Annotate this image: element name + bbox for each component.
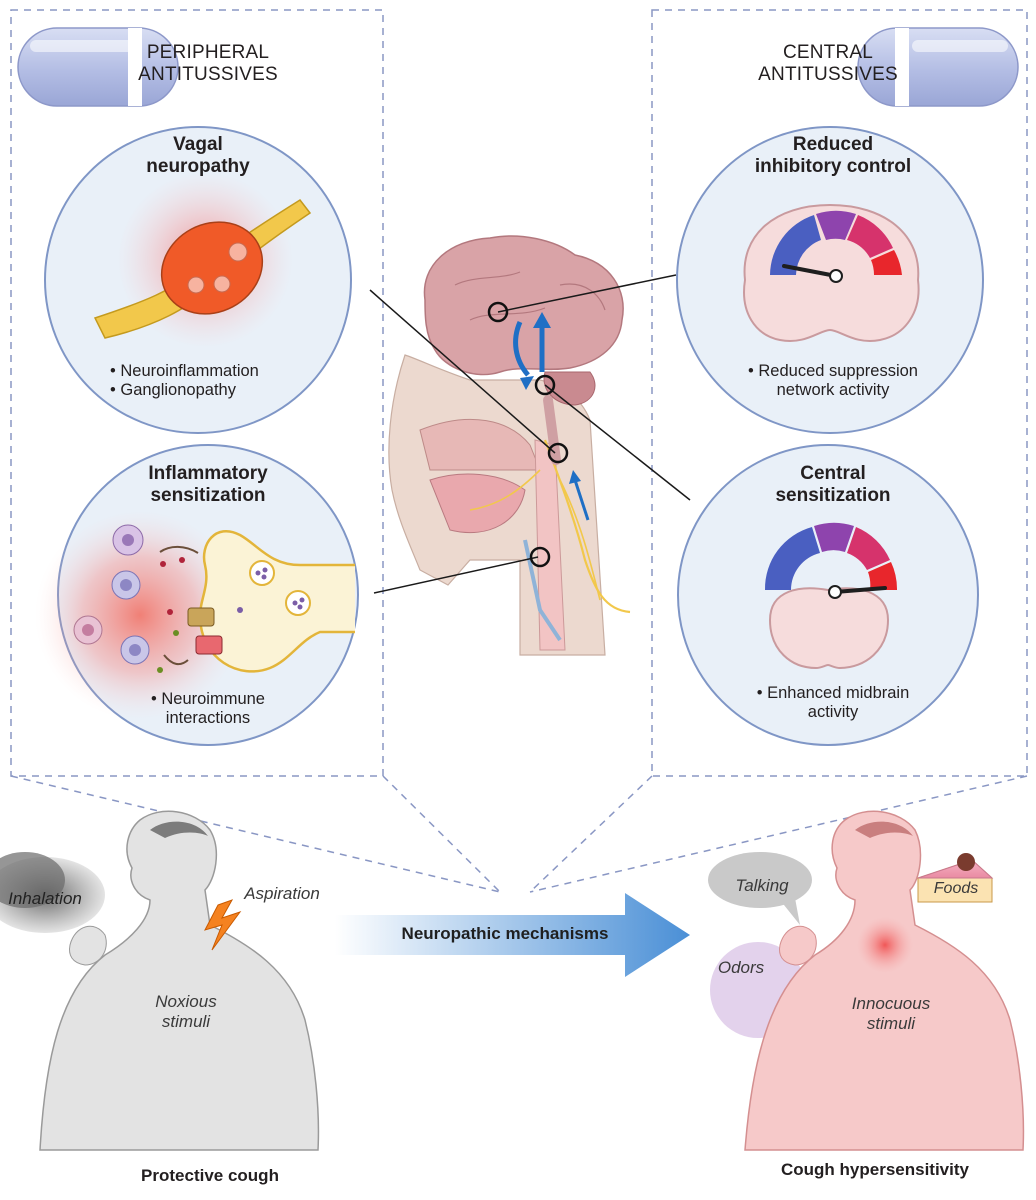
cough-hypersensitivity-figure bbox=[708, 810, 1025, 1151]
inhibitory-bullet-line2: network activity bbox=[776, 380, 890, 399]
peripheral-title-line2: ANTITUSSIVES bbox=[138, 63, 278, 85]
peripheral-title-line1: PERIPHERAL bbox=[146, 42, 270, 63]
vagal-bullet-ganglionopathy: • Ganglionopathy bbox=[110, 380, 236, 399]
central-sensitization-circle bbox=[677, 444, 979, 746]
cough-hypersensitivity-caption: Cough hypersensitivity bbox=[781, 1160, 969, 1179]
peripheral-panel-border bbox=[10, 9, 384, 777]
central-sens-bullets: • Enhanced midbrain activity bbox=[728, 684, 938, 722]
inflammatory-bullets: • Neuroimmune interactions bbox=[118, 690, 298, 728]
noxious-stimuli-line1: Noxious bbox=[155, 992, 217, 1011]
peripheral-pill-icon bbox=[17, 27, 179, 107]
inhibitory-bullets: • Reduced suppression network activity bbox=[728, 362, 938, 400]
neuropathic-mechanisms-arrow bbox=[335, 893, 690, 977]
central-title-line2: ANTITUSSIVES bbox=[758, 63, 898, 85]
inhalation-label: Inhalation bbox=[8, 889, 82, 908]
connector-lines bbox=[369, 274, 691, 594]
funnel-dashed-lines bbox=[10, 775, 1028, 893]
vagal-neuropathy-circle bbox=[44, 126, 352, 434]
foods-label: Foods bbox=[933, 880, 979, 897]
head-cross-section-illustration bbox=[388, 354, 631, 656]
central-panel-border bbox=[651, 9, 1028, 777]
protective-cough-caption: Protective cough bbox=[141, 1166, 279, 1185]
protective-cough-figure bbox=[0, 810, 320, 1151]
central-sens-heading-line1: Central bbox=[800, 463, 866, 484]
vagal-neuropathy-heading: Vagal neuropathy bbox=[98, 134, 298, 178]
inflammatory-heading-line1: Inflammatory bbox=[148, 463, 268, 484]
aspiration-label: Aspiration bbox=[244, 884, 320, 903]
noxious-stimuli-line2: stimuli bbox=[161, 1011, 211, 1031]
central-sens-heading-line2: sensitization bbox=[775, 484, 891, 506]
inflammatory-sensitization-circle bbox=[35, 444, 359, 746]
reduced-inhibitory-control-heading: Reduced inhibitory control bbox=[718, 134, 948, 178]
neuropathic-mechanisms-label: Neuropathic mechanisms bbox=[401, 924, 609, 943]
inhibitory-bullet-line1: • Reduced suppression bbox=[748, 362, 918, 380]
odors-label: Odors bbox=[717, 958, 765, 977]
innocuous-stimuli-label: Innocuous stimuli bbox=[836, 994, 946, 1033]
vagal-bullet-neuroinflammation: • Neuroinflammation bbox=[110, 362, 259, 380]
innocuous-stimuli-line2: stimuli bbox=[866, 1013, 916, 1033]
central-sens-bullet-line2: activity bbox=[807, 702, 859, 721]
inhibitory-heading-line1: Reduced bbox=[792, 134, 874, 155]
vagal-heading-line1: Vagal bbox=[173, 134, 223, 155]
central-title-line1: CENTRAL bbox=[782, 42, 874, 63]
central-sensitization-heading: Central sensitization bbox=[718, 463, 948, 507]
innocuous-stimuli-line1: Innocuous bbox=[851, 994, 931, 1013]
noxious-stimuli-label: Noxious stimuli bbox=[136, 992, 236, 1031]
inflammatory-heading-line2: sensitization bbox=[150, 484, 266, 506]
inflammatory-bullet-line1: • Neuroimmune bbox=[151, 690, 265, 708]
reduced-inhibitory-control-circle bbox=[676, 126, 984, 434]
vagal-heading-line2: neuropathy bbox=[146, 155, 250, 177]
peripheral-antitussives-title: PERIPHERAL ANTITUSSIVES bbox=[128, 42, 288, 86]
central-antitussives-title: CENTRAL ANTITUSSIVES bbox=[748, 42, 908, 86]
inflammatory-sensitization-heading: Inflammatory sensitization bbox=[108, 463, 308, 507]
location-markers bbox=[487, 301, 569, 568]
vagal-bullets: • Neuroinflammation • Ganglionopathy bbox=[110, 362, 310, 400]
inflammatory-bullet-line2: interactions bbox=[165, 708, 251, 727]
talking-label: Talking bbox=[735, 876, 789, 895]
inhibitory-heading-line2: inhibitory control bbox=[754, 155, 912, 177]
brain-illustration bbox=[423, 235, 624, 465]
signal-arrows bbox=[513, 312, 590, 521]
central-pill-icon bbox=[857, 27, 1019, 107]
central-sens-bullet-line1: • Enhanced midbrain bbox=[756, 684, 910, 702]
